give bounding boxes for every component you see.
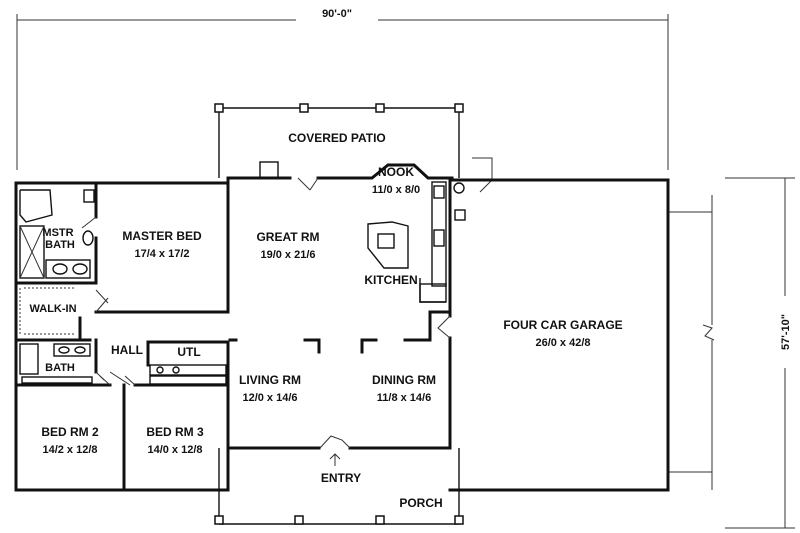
entry-arrow-icon (329, 453, 341, 466)
garage-size: 26/0 x 42/8 (535, 337, 590, 349)
patio-post (375, 103, 385, 113)
master-toilet (82, 230, 94, 246)
garage-label: FOUR CAR GARAGE (503, 318, 622, 332)
porch-post (214, 515, 224, 525)
master-bath-fixtures (19, 189, 97, 279)
kitchen-label: KITCHEN (364, 273, 417, 287)
dining-rm-size: 11/8 x 14/6 (377, 392, 431, 404)
entry-label: ENTRY (321, 471, 361, 485)
garage-side-lines (472, 157, 715, 490)
fireplace (259, 161, 279, 179)
bed-rm-2-label: BED RM 2 (41, 425, 99, 439)
width-dimension-line: 90'-0" (16, 8, 669, 170)
washer (156, 366, 164, 374)
bed-rm-2-door (99, 375, 111, 386)
utility-fixtures (109, 364, 227, 386)
dining-rm-label: DINING RM (372, 373, 436, 387)
porch-structure (214, 448, 464, 525)
room-labels: COVERED PATIO NOOK 11/0 x 8/0 MASTER BED… (29, 131, 622, 510)
water-heater (453, 182, 465, 194)
master-bed-size: 17/4 x 17/2 (134, 248, 189, 260)
master-bath-door (81, 216, 97, 229)
corner-tub (19, 189, 53, 223)
kitchen-fixtures (367, 181, 466, 339)
master-bed-door (95, 297, 109, 313)
master-vanity (45, 259, 91, 279)
nook-label: NOOK (378, 165, 414, 179)
width-dimension-label: 90'-0" (322, 8, 352, 20)
bed-rm-3-door (124, 375, 136, 386)
porch-post (454, 515, 464, 525)
mstr-bath-label-line1: MSTR (42, 227, 73, 239)
patio-post (299, 103, 309, 113)
depth-dimension-label: 57'-10" (780, 314, 792, 350)
great-rm-size: 19/0 x 21/6 (260, 249, 315, 261)
bath-label: BATH (45, 362, 75, 374)
bed-rm-3-label: BED RM 3 (146, 425, 204, 439)
hall-bath-fixtures (19, 343, 105, 384)
living-rm-size: 12/0 x 14/6 (242, 392, 297, 404)
interior-walls (14, 178, 452, 492)
great-rm-label: GREAT RM (256, 230, 319, 244)
bed-rm-2-size: 14/2 x 12/8 (42, 444, 97, 456)
porch-post (375, 515, 385, 525)
hall-label: HALL (111, 343, 143, 357)
depth-dimension-line: 57'-10" (725, 177, 795, 529)
exterior-walls (14, 163, 670, 492)
shower (19, 225, 45, 279)
pantry (419, 283, 447, 303)
hall-bath-tub (19, 343, 39, 375)
garage-entry-door (437, 315, 451, 339)
porch-post (294, 515, 304, 525)
dryer (172, 366, 180, 374)
covered-patio-structure (214, 103, 464, 179)
entry-door (319, 435, 351, 449)
hall-bath-vanity (53, 343, 91, 357)
utl-label: UTL (177, 345, 200, 359)
living-rm-label: LIVING RM (239, 373, 301, 387)
bed-rm-3-size: 14/0 x 12/8 (147, 444, 202, 456)
nook-size: 11/0 x 8/0 (372, 184, 420, 196)
master-bed-label: MASTER BED (122, 229, 202, 243)
walk-in-door (95, 289, 109, 304)
patio-door-left (297, 177, 311, 191)
porch-label: PORCH (399, 496, 442, 510)
patio-post (454, 103, 464, 113)
kitchen-counter (431, 181, 447, 287)
walk-in-label: WALK-IN (29, 303, 76, 315)
patio-door-right (309, 177, 319, 191)
garage-door-swing (472, 157, 493, 193)
patio-post (214, 103, 224, 113)
mstr-bath-label-line2: BATH (45, 239, 75, 251)
covered-patio-label: COVERED PATIO (288, 131, 386, 145)
doors (95, 177, 351, 466)
kitchen-island (367, 221, 409, 269)
